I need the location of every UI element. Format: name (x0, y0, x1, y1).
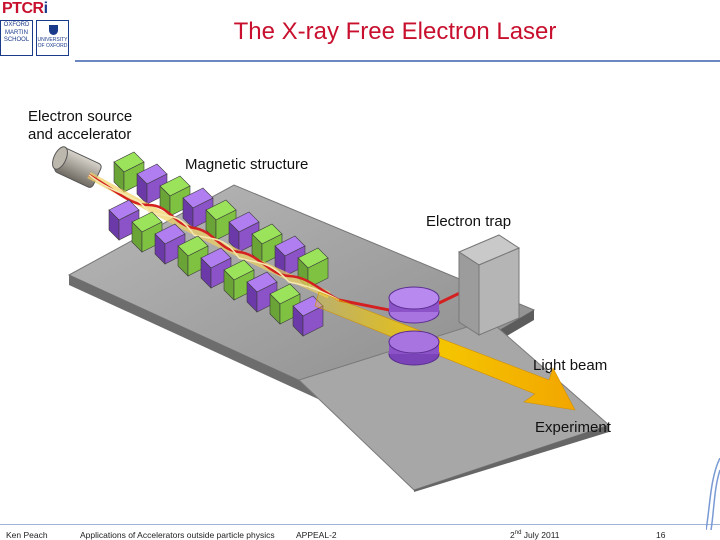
xfel-diagram: Electron source and accelerator Magnetic… (19, 80, 627, 492)
ptcri-logo-tail: i (43, 0, 48, 17)
crest-icon (49, 25, 58, 35)
label-light-beam: Light beam (533, 357, 608, 374)
footer-date-day: 2 (510, 530, 515, 540)
dipole-magnet (388, 286, 440, 366)
label-electron-source: Electron source and accelerator (28, 108, 132, 144)
label-electron-source-line2: and accelerator (28, 126, 132, 143)
beam-tray-edge (414, 425, 609, 492)
footer-date-suffix: nd (514, 530, 522, 537)
oxford-martin-line3: SCHOOL (3, 37, 30, 43)
corner-decoration (706, 458, 720, 530)
footer-event: APPEAL-2 (296, 530, 337, 540)
ptcri-logo: PTCRi (2, 0, 48, 18)
label-electron-trap: Electron trap (426, 213, 512, 230)
label-electron-source-line1: Electron source (28, 108, 133, 125)
footer-talk: Applications of Accelerators outside par… (80, 530, 275, 540)
oxford-martin-logo: OXFORD MARTIN SCHOOL (0, 20, 33, 56)
oxford-martin-line1: OXFORD (3, 22, 30, 28)
university-logo-text: UNIVERSITY OF OXFORD (37, 37, 68, 49)
slide-title: The X-ray Free Electron Laser (233, 18, 557, 45)
footer-author: Ken Peach (6, 530, 48, 540)
title-divider (75, 60, 720, 62)
oxford-martin-line2: MARTIN (5, 29, 28, 36)
footer-date-rest: July 2011 (521, 530, 560, 540)
electron-trap-icon (457, 234, 521, 336)
light-beam-arrow (314, 291, 576, 411)
base-plate-edge (69, 275, 364, 420)
xfel-illustration (52, 146, 610, 492)
lower-magnet-row (108, 199, 324, 337)
label-experiment: Experiment (535, 419, 611, 436)
university-logo: UNIVERSITY OF OXFORD (36, 20, 69, 56)
footer-date: 2nd July 2011 (510, 530, 560, 540)
footer-divider (0, 524, 720, 525)
footer-page-number: 16 (656, 530, 666, 540)
ptcri-logo-text: PTCR (2, 0, 44, 17)
label-magnetic-structure: Magnetic structure (185, 156, 309, 173)
logo-block: PTCRi OXFORD MARTIN SCHOOL UNIVERSITY OF… (0, 0, 72, 62)
